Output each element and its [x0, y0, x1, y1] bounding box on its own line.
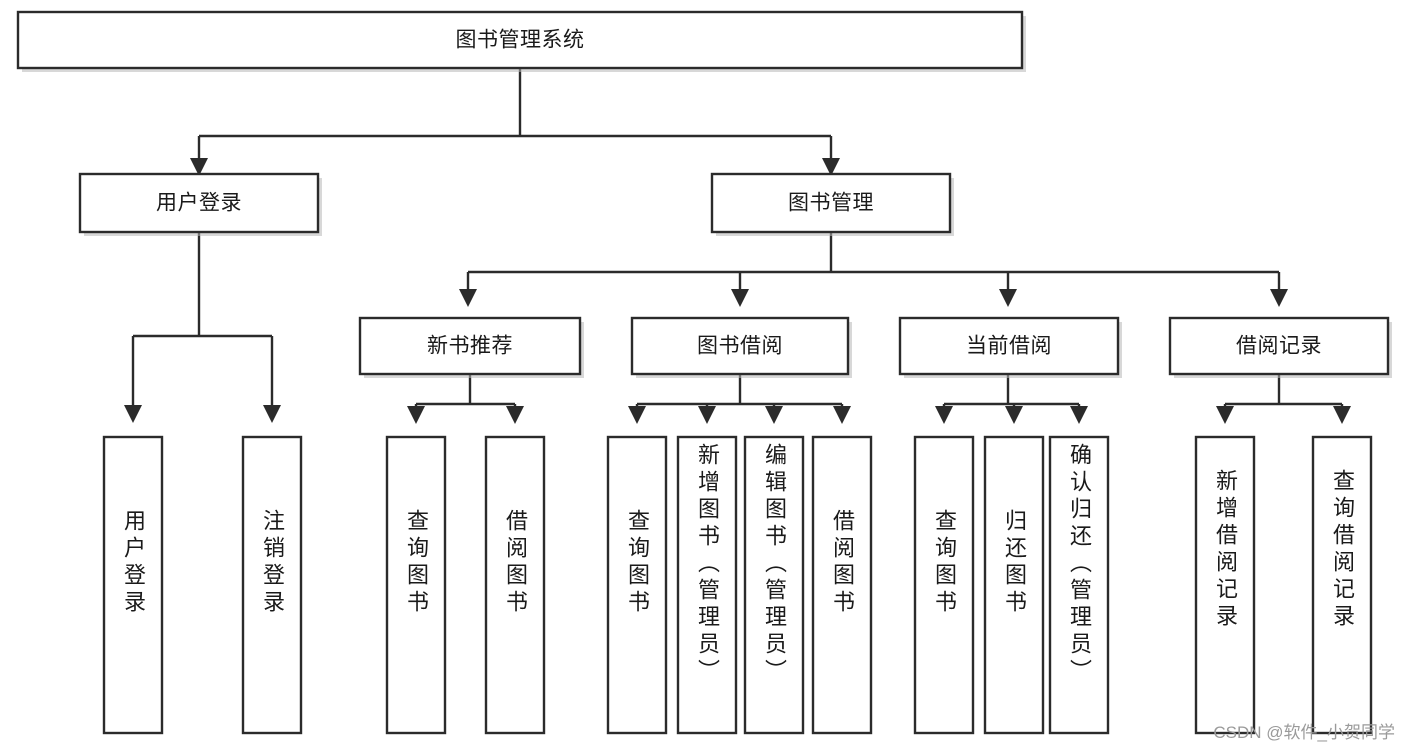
leaf-rect-query-borrow-record[interactable]: [1311, 435, 1373, 735]
arrowhead-new-book-recommend: [459, 289, 477, 307]
arrowhead-leaf-query-borrow-record: [1333, 406, 1351, 424]
arrowhead-leaf-edit-book-admin: [765, 406, 783, 424]
arrowhead-leaf-return-book: [1005, 406, 1023, 424]
node-layer: 图书管理系统 用户登录 图书管理 新书推荐: [16, 10, 1392, 735]
node-user-login[interactable]: 用户登录: [78, 172, 322, 236]
node-borrow-record-label: 借阅记录: [1236, 335, 1322, 358]
arrowhead-current-borrow: [999, 289, 1017, 307]
node-new-book-recommend-label: 新书推荐: [427, 335, 513, 358]
leaf-rect-query-book-3[interactable]: [913, 435, 975, 735]
leaf-rect-add-borrow-record[interactable]: [1194, 435, 1256, 735]
node-root[interactable]: 图书管理系统: [16, 10, 1026, 72]
leaf-rect-edit-book-admin[interactable]: [743, 435, 805, 735]
node-root-label: 图书管理系统: [456, 29, 585, 52]
arrowhead-leaf-user-login: [124, 405, 142, 423]
leaf-rect-borrow-book-2[interactable]: [811, 435, 873, 735]
leaf-rect-user-login[interactable]: [102, 435, 164, 735]
leaf-rect-query-book-1[interactable]: [385, 435, 447, 735]
arrowhead-leaf-borrow-book-2: [833, 406, 851, 424]
arrowhead-borrow-record: [1270, 289, 1288, 307]
arrowhead-book-manage: [822, 158, 840, 176]
arrowhead-leaf-confirm-return-admin: [1070, 406, 1088, 424]
connector-layer: [124, 68, 1351, 424]
leaf-rect-borrow-book-1[interactable]: [484, 435, 546, 735]
arrowhead-leaf-logout-login: [263, 405, 281, 423]
node-current-borrow-label: 当前借阅: [966, 335, 1052, 358]
leaf-rect-layer: [102, 435, 1373, 735]
leaf-rect-add-book-admin[interactable]: [676, 435, 738, 735]
arrowhead-leaf-add-borrow-record: [1216, 406, 1234, 424]
node-book-borrow[interactable]: 图书借阅: [630, 316, 852, 378]
node-borrow-record[interactable]: 借阅记录: [1168, 316, 1392, 378]
arrowhead-leaf-query-book-2: [628, 406, 646, 424]
arrowhead-leaf-add-book-admin: [698, 406, 716, 424]
node-user-login-label: 用户登录: [156, 192, 242, 215]
arrowhead-user-login: [190, 158, 208, 176]
arrowhead-leaf-query-book-3: [935, 406, 953, 424]
node-book-borrow-label: 图书借阅: [697, 335, 783, 358]
node-book-manage[interactable]: 图书管理: [710, 172, 954, 236]
arrowhead-leaf-borrow-book-1: [506, 406, 524, 424]
leaf-rect-confirm-return-admin[interactable]: [1048, 435, 1110, 735]
node-current-borrow[interactable]: 当前借阅: [898, 316, 1122, 378]
arrowhead-leaf-query-book-1: [407, 406, 425, 424]
arrowhead-book-borrow: [731, 289, 749, 307]
leaf-rect-logout-login[interactable]: [241, 435, 303, 735]
leaf-rect-query-book-2[interactable]: [606, 435, 668, 735]
leaf-rect-return-book[interactable]: [983, 435, 1045, 735]
node-book-manage-label: 图书管理: [788, 192, 874, 215]
node-new-book-recommend[interactable]: 新书推荐: [358, 316, 584, 378]
